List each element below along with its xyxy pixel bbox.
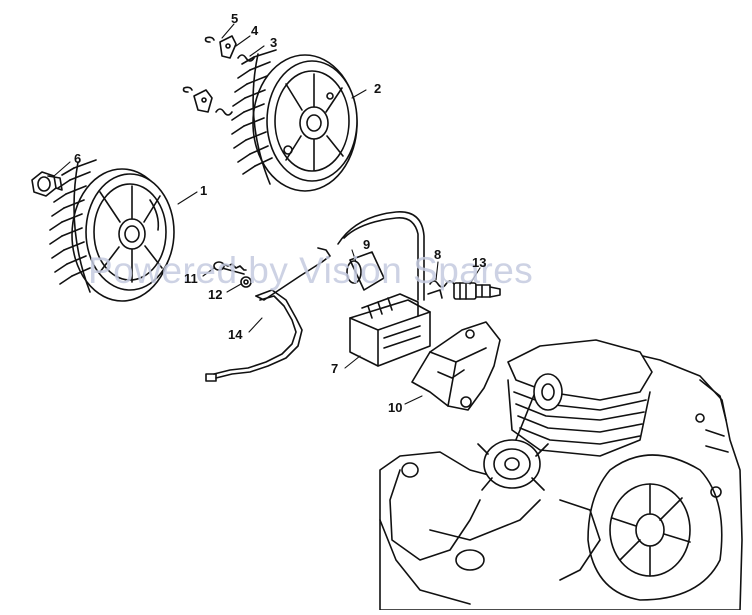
ground-wire-part-14[interactable]	[206, 248, 330, 381]
spark-plug-part-13[interactable]	[454, 283, 500, 299]
spark-plug-boot-part-9[interactable]	[338, 212, 424, 300]
washer-part-12[interactable]	[241, 277, 251, 287]
pawl-assembly-upper[interactable]	[184, 36, 255, 115]
nut-part-6[interactable]	[32, 172, 62, 196]
spring-part-8[interactable]	[428, 281, 454, 298]
callout-11: 11	[184, 271, 198, 286]
callout-14: 14	[228, 327, 243, 342]
callout-13: 13	[472, 255, 487, 270]
callout-12: 12	[208, 287, 223, 302]
callout-1: 1	[200, 183, 208, 198]
flywheel-part-1[interactable]	[50, 160, 174, 301]
bracket-part-10[interactable]	[412, 322, 500, 410]
flywheel-part-2[interactable]	[232, 50, 357, 191]
callout-5: 5	[231, 11, 239, 26]
engine-housing	[380, 340, 742, 610]
watermark: Powered by Vision Spares	[88, 250, 534, 291]
screw-part-11[interactable]	[214, 262, 246, 274]
callout-6: 6	[74, 151, 82, 166]
callout-9: 9	[363, 237, 371, 252]
ignition-module-part-7[interactable]	[350, 294, 430, 366]
callout-8: 8	[434, 247, 442, 262]
callout-3: 3	[270, 35, 278, 50]
callout-10: 10	[388, 400, 403, 415]
leader-lines	[54, 24, 480, 404]
callout-2: 2	[374, 81, 382, 96]
callout-7: 7	[331, 361, 339, 376]
callout-4: 4	[251, 23, 259, 38]
